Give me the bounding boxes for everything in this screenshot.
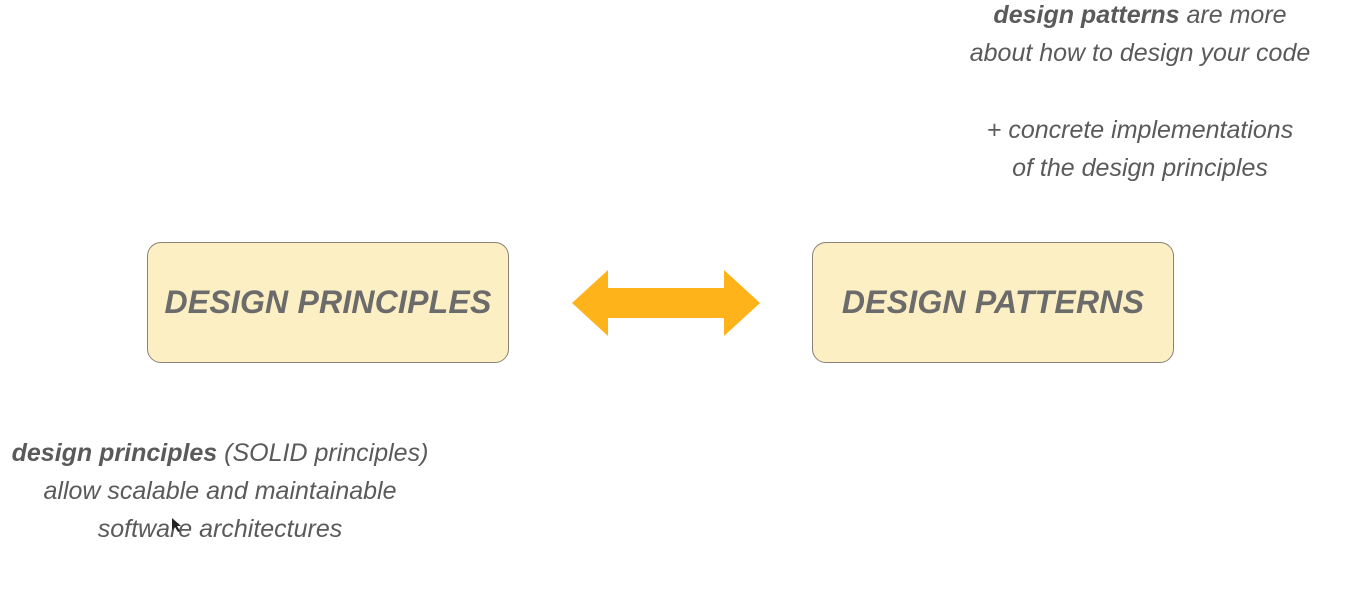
principles-note-line-2: allow scalable and maintainable <box>43 477 397 505</box>
principles-note-rest: (SOLID principles) <box>217 439 429 467</box>
patterns-note-line-1: design patterns are more <box>940 0 1340 34</box>
design-patterns-label: DESIGN PATTERNS <box>841 284 1145 320</box>
principles-note-line-1: design principles (SOLID principles) <box>0 434 440 472</box>
concrete-note-line-1: + concrete implementations <box>986 116 1294 144</box>
principles-note-bold: design principles <box>11 439 218 467</box>
double-headed-arrow-icon <box>572 270 760 336</box>
concrete-note-line-2: of the design principles <box>1012 154 1268 182</box>
patterns-note-bold: design patterns <box>993 1 1180 29</box>
mouse-pointer-icon <box>172 518 181 532</box>
principles-note: design principles (SOLID principles) all… <box>0 434 440 548</box>
concrete-note: + concrete implementations of the design… <box>940 111 1340 187</box>
design-patterns-box: DESIGN PATTERNS <box>812 242 1174 363</box>
patterns-note: design patterns are more about how to de… <box>940 0 1340 72</box>
patterns-note-rest: are more <box>1179 1 1287 29</box>
principles-note-line-3: software architectures <box>97 515 343 543</box>
design-principles-label: DESIGN PRINCIPLES <box>164 284 492 320</box>
design-principles-box: DESIGN PRINCIPLES <box>147 242 509 363</box>
patterns-note-line-2: about how to design your code <box>969 39 1311 67</box>
